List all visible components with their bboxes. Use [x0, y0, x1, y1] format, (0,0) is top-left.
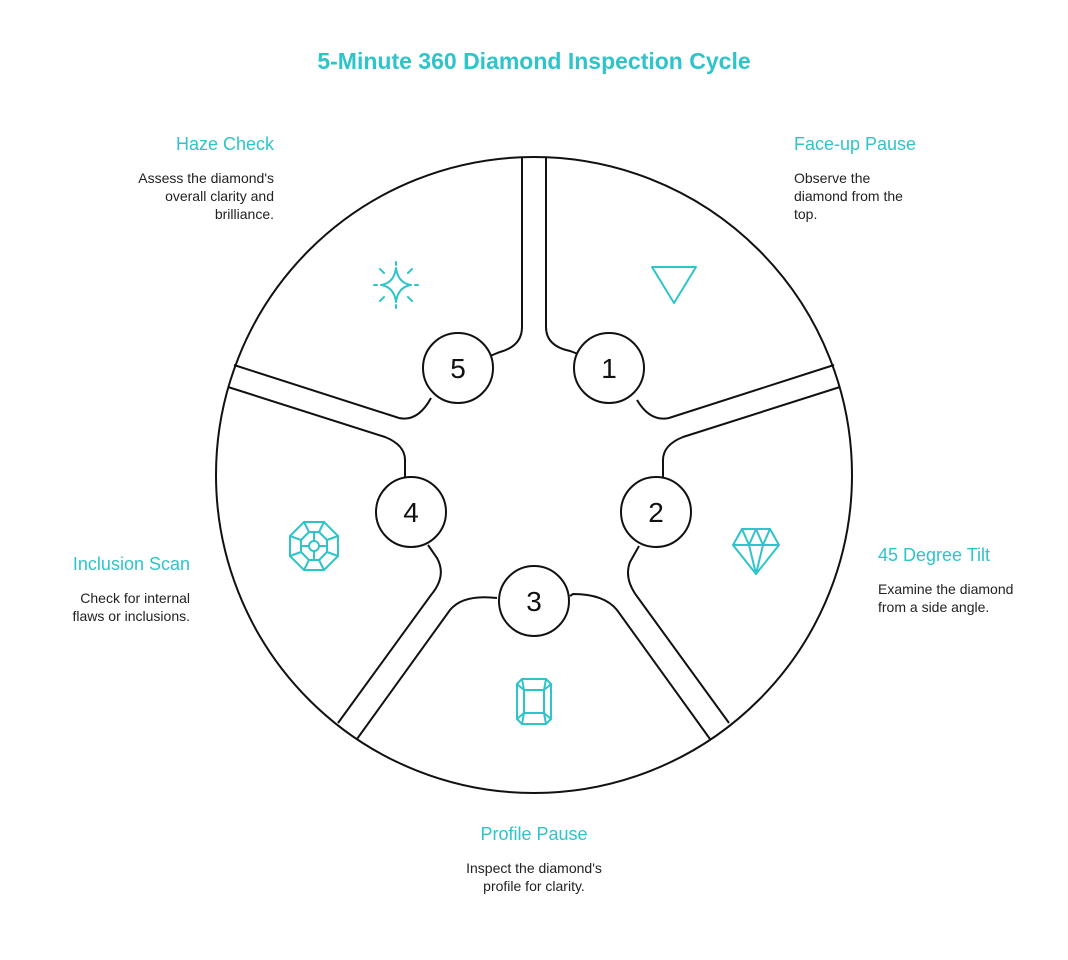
step-number-4: 4 [403, 497, 419, 528]
inverted-triangle-icon [651, 266, 697, 304]
step-badge-4[interactable]: 4 [375, 476, 447, 548]
step-badge-1[interactable]: 1 [573, 332, 645, 404]
step-title-3: Profile Pause [480, 824, 588, 844]
step-title-1: Face-up Pause [794, 134, 917, 154]
divider-right-upper-edge-b [662, 386, 841, 477]
step-desc-5: Assess the diamond's overall clarity and… [138, 170, 274, 222]
step-badge-5[interactable]: 5 [422, 332, 494, 404]
divider-top-right-edge [545, 157, 579, 355]
diamond-gem-icon [732, 528, 780, 575]
segment-dividers [227, 157, 841, 740]
step-number-3: 3 [526, 586, 542, 617]
step-title-5: Haze Check [175, 134, 274, 154]
divider-left-upper-edge-a [227, 386, 406, 477]
step-title-2: 45 Degree Tilt [878, 545, 991, 565]
emerald-cut-icon [516, 678, 552, 725]
step-number-2: 2 [648, 497, 664, 528]
divider-right-lower-edge-a [627, 545, 730, 724]
divider-left-upper-edge-b [233, 364, 432, 420]
step-number-5: 5 [450, 353, 466, 384]
step-desc-2: Examine the diamond from a side angle. [878, 581, 1014, 615]
step-title-4: Inclusion Scan [72, 554, 190, 574]
sparkle-icon [373, 261, 419, 309]
step-desc-3: Inspect the diamond's profile for clarit… [466, 860, 602, 894]
step-badge-2[interactable]: 2 [620, 476, 692, 548]
page-title: 5-Minute 360 Diamond Inspection Cycle [317, 48, 751, 74]
octagon-facet-icon [289, 521, 339, 571]
step-desc-1: Observe the diamond from the top. [794, 170, 903, 222]
step-number-1: 1 [601, 353, 617, 384]
step-desc-4: Check for internal flaws or inclusions. [72, 590, 191, 624]
outer-circle [215, 156, 853, 794]
divider-right-lower-edge-b [569, 592, 711, 740]
divider-right-upper-edge-a [636, 364, 835, 420]
step-badge-3[interactable]: 3 [498, 565, 570, 637]
divider-left-lower-edge-a [356, 596, 498, 740]
divider-left-lower-edge-b [337, 544, 442, 724]
divider-top-left-edge [489, 157, 523, 357]
